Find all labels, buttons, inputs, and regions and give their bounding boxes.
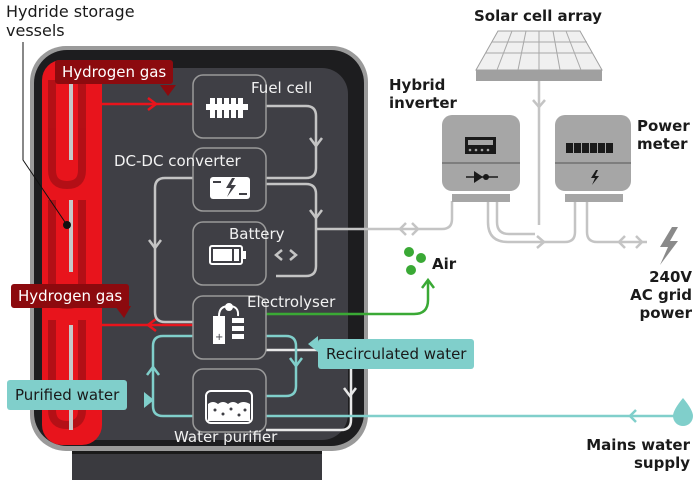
power-meter-icon	[555, 115, 631, 202]
dcdc-converter-icon	[210, 177, 250, 199]
water-drop-icon	[673, 398, 693, 426]
water-purifier-icon	[205, 390, 253, 424]
solar-cell-array-icon	[475, 30, 603, 81]
water-purifier-label: Water purifier	[174, 428, 278, 446]
hydride-storage-label: Hydride storage vessels	[6, 2, 135, 40]
mains-water-label: Mains water supply	[586, 436, 690, 472]
hydride-leader-line	[22, 42, 68, 226]
battery-icon	[209, 245, 246, 265]
svg-text:+: +	[215, 332, 223, 343]
hydrogen-gas-tag-bottom: Hydrogen gas	[11, 284, 130, 308]
lightning-icon	[660, 227, 678, 265]
recirculated-water-tag: Recirculated water	[318, 339, 475, 369]
electrolyser-label: Electrolyser	[247, 293, 336, 311]
battery-inverter-line	[316, 201, 454, 231]
internal-power-lines	[148, 104, 323, 324]
purified-water-tag: Purified water	[7, 380, 128, 410]
electrolyser-icon: +	[213, 303, 244, 344]
hybrid-inverter-icon	[442, 115, 520, 202]
dcdc-converter-label: DC-DC converter	[114, 152, 241, 170]
water-lines	[146, 334, 676, 423]
grid-power-label: 240V AC grid power	[630, 268, 692, 322]
air-label: Air	[432, 255, 457, 273]
air-icon	[404, 247, 426, 275]
fuel-cell-icon	[206, 98, 248, 118]
power-meter-label: Power meter	[637, 117, 690, 153]
electrolyser-box	[192, 295, 267, 360]
fuel-cell-label: Fuel cell	[251, 79, 313, 97]
hybrid-inverter-label: Hybrid inverter	[389, 76, 457, 112]
solar-array-label: Solar cell array	[474, 7, 602, 25]
air-line	[266, 280, 430, 316]
external-power-lines	[486, 202, 647, 249]
hydrogen-gas-tag-top: Hydrogen gas	[55, 60, 174, 84]
battery-label: Battery	[229, 225, 285, 243]
